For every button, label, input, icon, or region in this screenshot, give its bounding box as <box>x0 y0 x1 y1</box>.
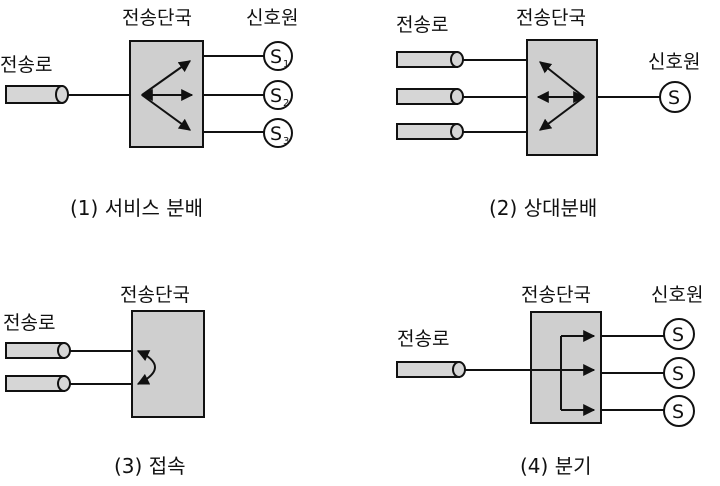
panel3-caption: (3) 접속 <box>114 454 186 478</box>
panel1-source-s2 <box>263 80 293 110</box>
panel3-connection-arc <box>136 350 156 385</box>
panel4-cable-end <box>452 361 466 378</box>
panel3-station-box <box>131 310 205 418</box>
panel2-cable-3-end <box>450 123 464 140</box>
panel3-cable-1 <box>5 342 65 359</box>
panel-branch: 전송로 전송단국 신호원 S S S (4) 분기 <box>396 284 703 478</box>
panel1-s3-text: S <box>270 123 282 145</box>
panel1-station-label: 전송단국 <box>122 7 192 29</box>
panel1-caption: (1) 서비스 분배 <box>70 196 203 220</box>
panel2-s-text: S <box>668 87 680 109</box>
panel2-cable-1 <box>396 51 458 68</box>
panel3-cable-2-end <box>57 375 71 392</box>
panel1-cable <box>5 85 63 104</box>
panel-service-distribution: 전송로 전송단국 신호원 S 1 S 2 S 3 (1) 서비스 분배 <box>0 7 298 220</box>
panel4-station-box <box>530 311 602 424</box>
panel1-s1-sub: 1 <box>283 59 289 70</box>
panel2-caption: (2) 상대분배 <box>489 196 597 220</box>
panel4-source-s-1 <box>663 318 695 350</box>
panel4-s3-text: S <box>672 401 684 423</box>
panel1-cable-end <box>55 85 69 104</box>
panel2-cable-2 <box>396 88 458 105</box>
panel2-source-s <box>659 81 691 113</box>
panel1-source-s1 <box>263 41 293 71</box>
panel2-source-label: 신호원 <box>648 51 700 73</box>
panel1-line-label: 전송로 <box>0 54 52 76</box>
panel3-line-label: 전송로 <box>3 312 55 334</box>
panel4-s1-text: S <box>672 324 684 346</box>
panel4-source-label: 신호원 <box>651 284 703 306</box>
panel2-arrow-down <box>539 96 585 131</box>
panel1-s3-sub: 3 <box>283 136 289 147</box>
panel3-station-label: 전송단국 <box>120 284 190 306</box>
panel2-cable-3 <box>396 123 458 140</box>
panel4-station-label: 전송단국 <box>521 284 591 306</box>
panel2-cable-1-end <box>450 51 464 68</box>
panel4-source-s-3 <box>663 395 695 427</box>
panel4-caption: (4) 분기 <box>520 454 592 478</box>
panel4-s2-text: S <box>672 363 684 385</box>
panel4-source-s-2 <box>663 357 695 389</box>
panel1-s2-sub: 2 <box>283 98 289 109</box>
panel2-station-label: 전송단국 <box>516 7 586 29</box>
panel3-cable-2 <box>5 375 65 392</box>
panel1-s2-text: S <box>270 85 282 107</box>
panel-relative-distribution: 전송로 전송단국 신호원 S (2) 상대분배 <box>396 7 700 220</box>
panel4-cable <box>396 361 460 378</box>
panel4-line-label: 전송로 <box>397 328 449 350</box>
panel-connection: 전송로 전송단국 (3) 접속 <box>3 284 205 478</box>
panel2-line-label: 전송로 <box>396 14 448 36</box>
panel1-source-s3 <box>263 118 293 148</box>
panel1-arrow-down <box>141 94 191 131</box>
panel2-cable-2-end <box>450 88 464 105</box>
panel1-source-label: 신호원 <box>246 7 298 29</box>
panel3-cable-1-end <box>57 342 71 359</box>
panel1-s1-text: S <box>270 46 282 68</box>
